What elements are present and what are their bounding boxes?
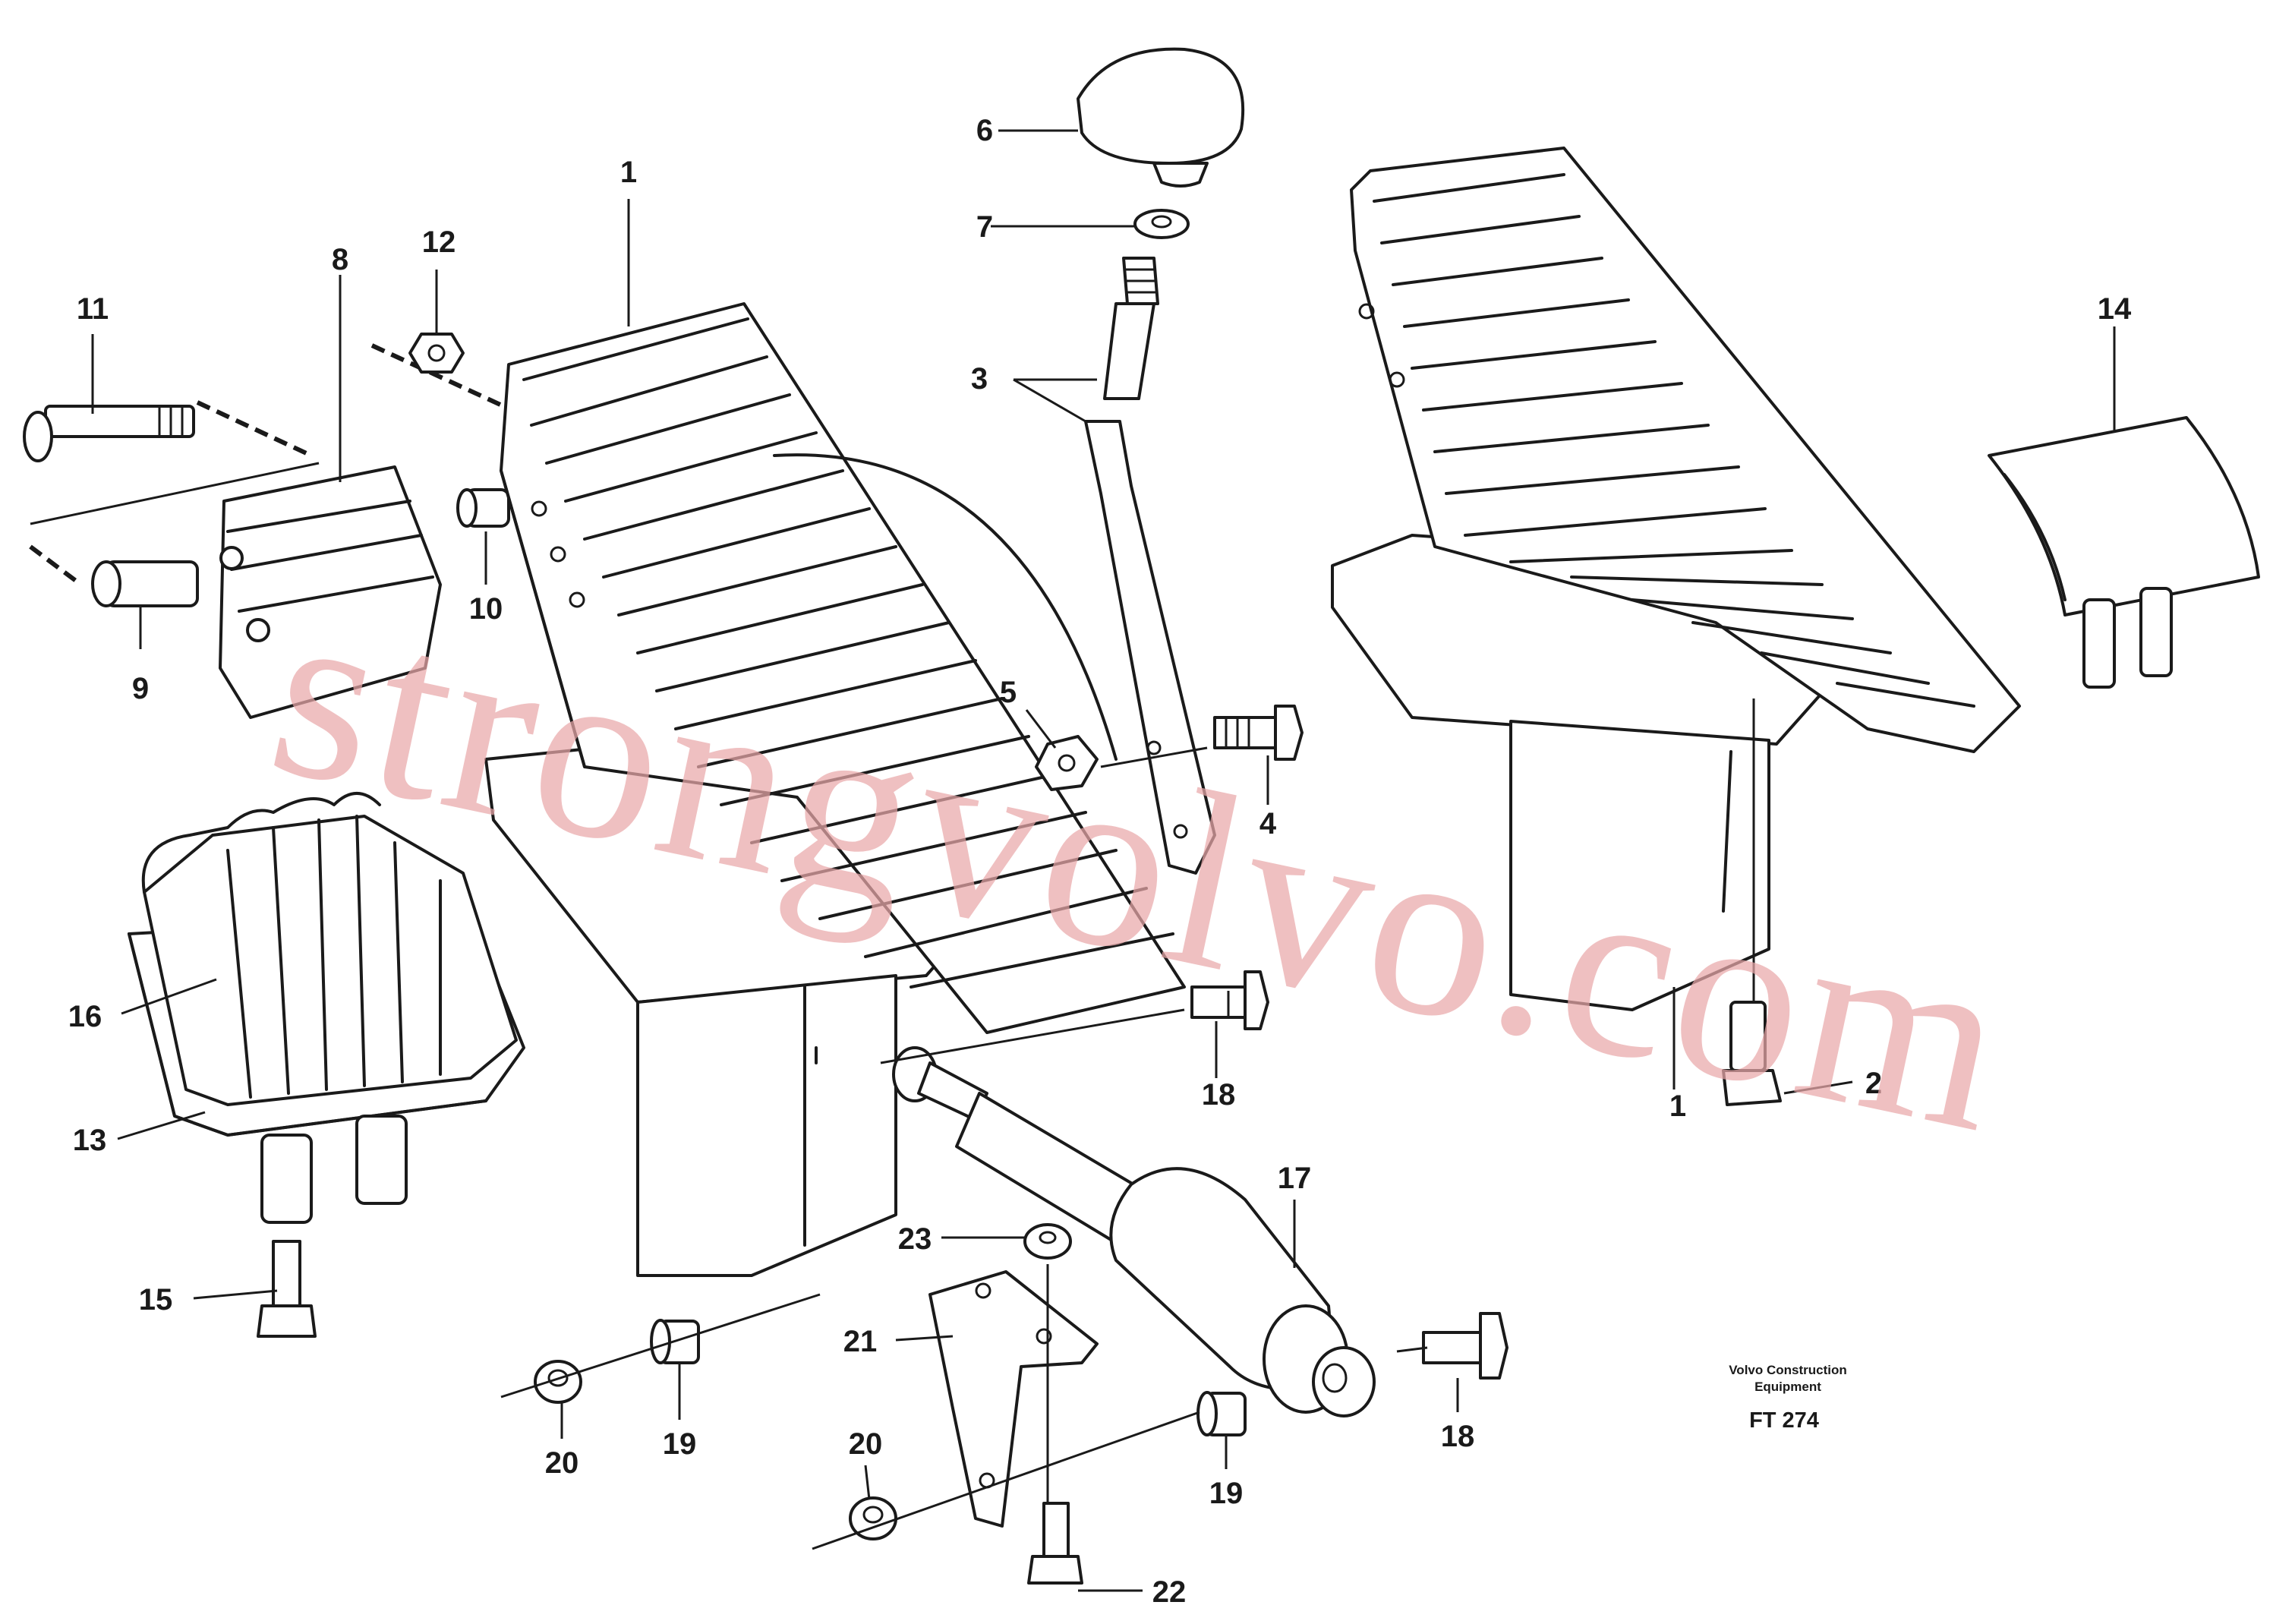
assembly-line-20-19	[500, 1293, 821, 1399]
assembly-line-18-top	[880, 1008, 1185, 1064]
part-bolt-18-top	[1190, 970, 1269, 1030]
part-cover-14	[1988, 416, 2260, 689]
part-nut-5	[1035, 735, 1099, 791]
callout-15: 15	[139, 1283, 173, 1317]
callout-9: 9	[132, 672, 149, 705]
callout-4: 4	[1259, 807, 1277, 840]
part-rod-3	[1084, 257, 1216, 875]
callout-20-left: 20	[545, 1446, 579, 1480]
callout-19-right: 19	[1209, 1477, 1244, 1510]
part-base-plate-13	[128, 932, 487, 1224]
callout-16: 16	[68, 1000, 102, 1033]
callout-1-left: 1	[620, 156, 637, 189]
leader-lines	[91, 129, 2116, 1592]
callout-22: 22	[1152, 1575, 1187, 1609]
part-knob-6	[1077, 47, 1245, 188]
callout-10: 10	[469, 592, 503, 626]
part-bushing-19-right	[1196, 1391, 1247, 1436]
assembly-line-20-19-right	[812, 1411, 1200, 1550]
callout-13: 13	[73, 1124, 107, 1157]
credit-line-1: Volvo Construction	[1729, 1363, 1847, 1377]
callout-11: 11	[77, 292, 109, 326]
part-bracket-21	[928, 1270, 1099, 1528]
callout-5: 5	[1000, 676, 1017, 709]
callout-7: 7	[976, 210, 993, 244]
part-bolt-4	[1213, 705, 1304, 761]
part-bolt-18-right	[1422, 1312, 1509, 1380]
part-nut-23	[1023, 1223, 1072, 1260]
callout-labels: 1 1 2 3 4 5 6 7 8 9 10 11 12 13 14 15 16…	[68, 114, 2132, 1609]
part-screw-22	[1027, 1502, 1083, 1585]
drawing-credit: Volvo Construction Equipment FT 274	[1729, 1363, 1847, 1433]
part-bushing-19-left	[650, 1319, 700, 1364]
assembly-line-11	[196, 400, 313, 458]
callout-1-right: 1	[1669, 1089, 1686, 1123]
callout-23: 23	[898, 1222, 932, 1256]
part-nut-12	[408, 333, 465, 374]
part-screw-2	[1722, 1001, 1782, 1106]
part-spacer-9	[91, 560, 199, 607]
part-boot-16	[128, 792, 525, 1137]
callout-18-top: 18	[1202, 1078, 1236, 1112]
callout-19-left: 19	[663, 1427, 697, 1461]
part-nut-20-left	[534, 1360, 582, 1404]
callout-21: 21	[843, 1325, 878, 1358]
assembly-line-18-right	[1396, 1346, 1428, 1353]
part-pedal-left-1	[484, 302, 1186, 1277]
part-screw-15	[257, 1240, 317, 1338]
callout-17: 17	[1278, 1162, 1312, 1195]
callout-8: 8	[332, 243, 348, 276]
callout-18-right: 18	[1441, 1420, 1475, 1453]
drawing-reference: FT 274	[1749, 1408, 1819, 1433]
part-nut-7	[1133, 209, 1190, 239]
part-gas-spring-17	[892, 1046, 1376, 1417]
part-pad-8	[219, 465, 442, 719]
assembly-line-8	[30, 462, 320, 525]
callout-2: 2	[1865, 1067, 1882, 1100]
part-bolt-11	[23, 405, 195, 462]
credit-line-2: Equipment	[1754, 1380, 1821, 1394]
part-pedal-right-1	[1331, 147, 2021, 1011]
callout-6: 6	[976, 114, 993, 147]
part-bushing-10	[456, 488, 510, 528]
callout-20-right: 20	[849, 1427, 883, 1461]
assembly-line-4-5	[1100, 746, 1208, 768]
callout-14: 14	[2098, 292, 2132, 326]
callout-12: 12	[422, 225, 456, 259]
callout-3: 3	[971, 362, 988, 396]
assembly-line-9	[29, 544, 77, 583]
